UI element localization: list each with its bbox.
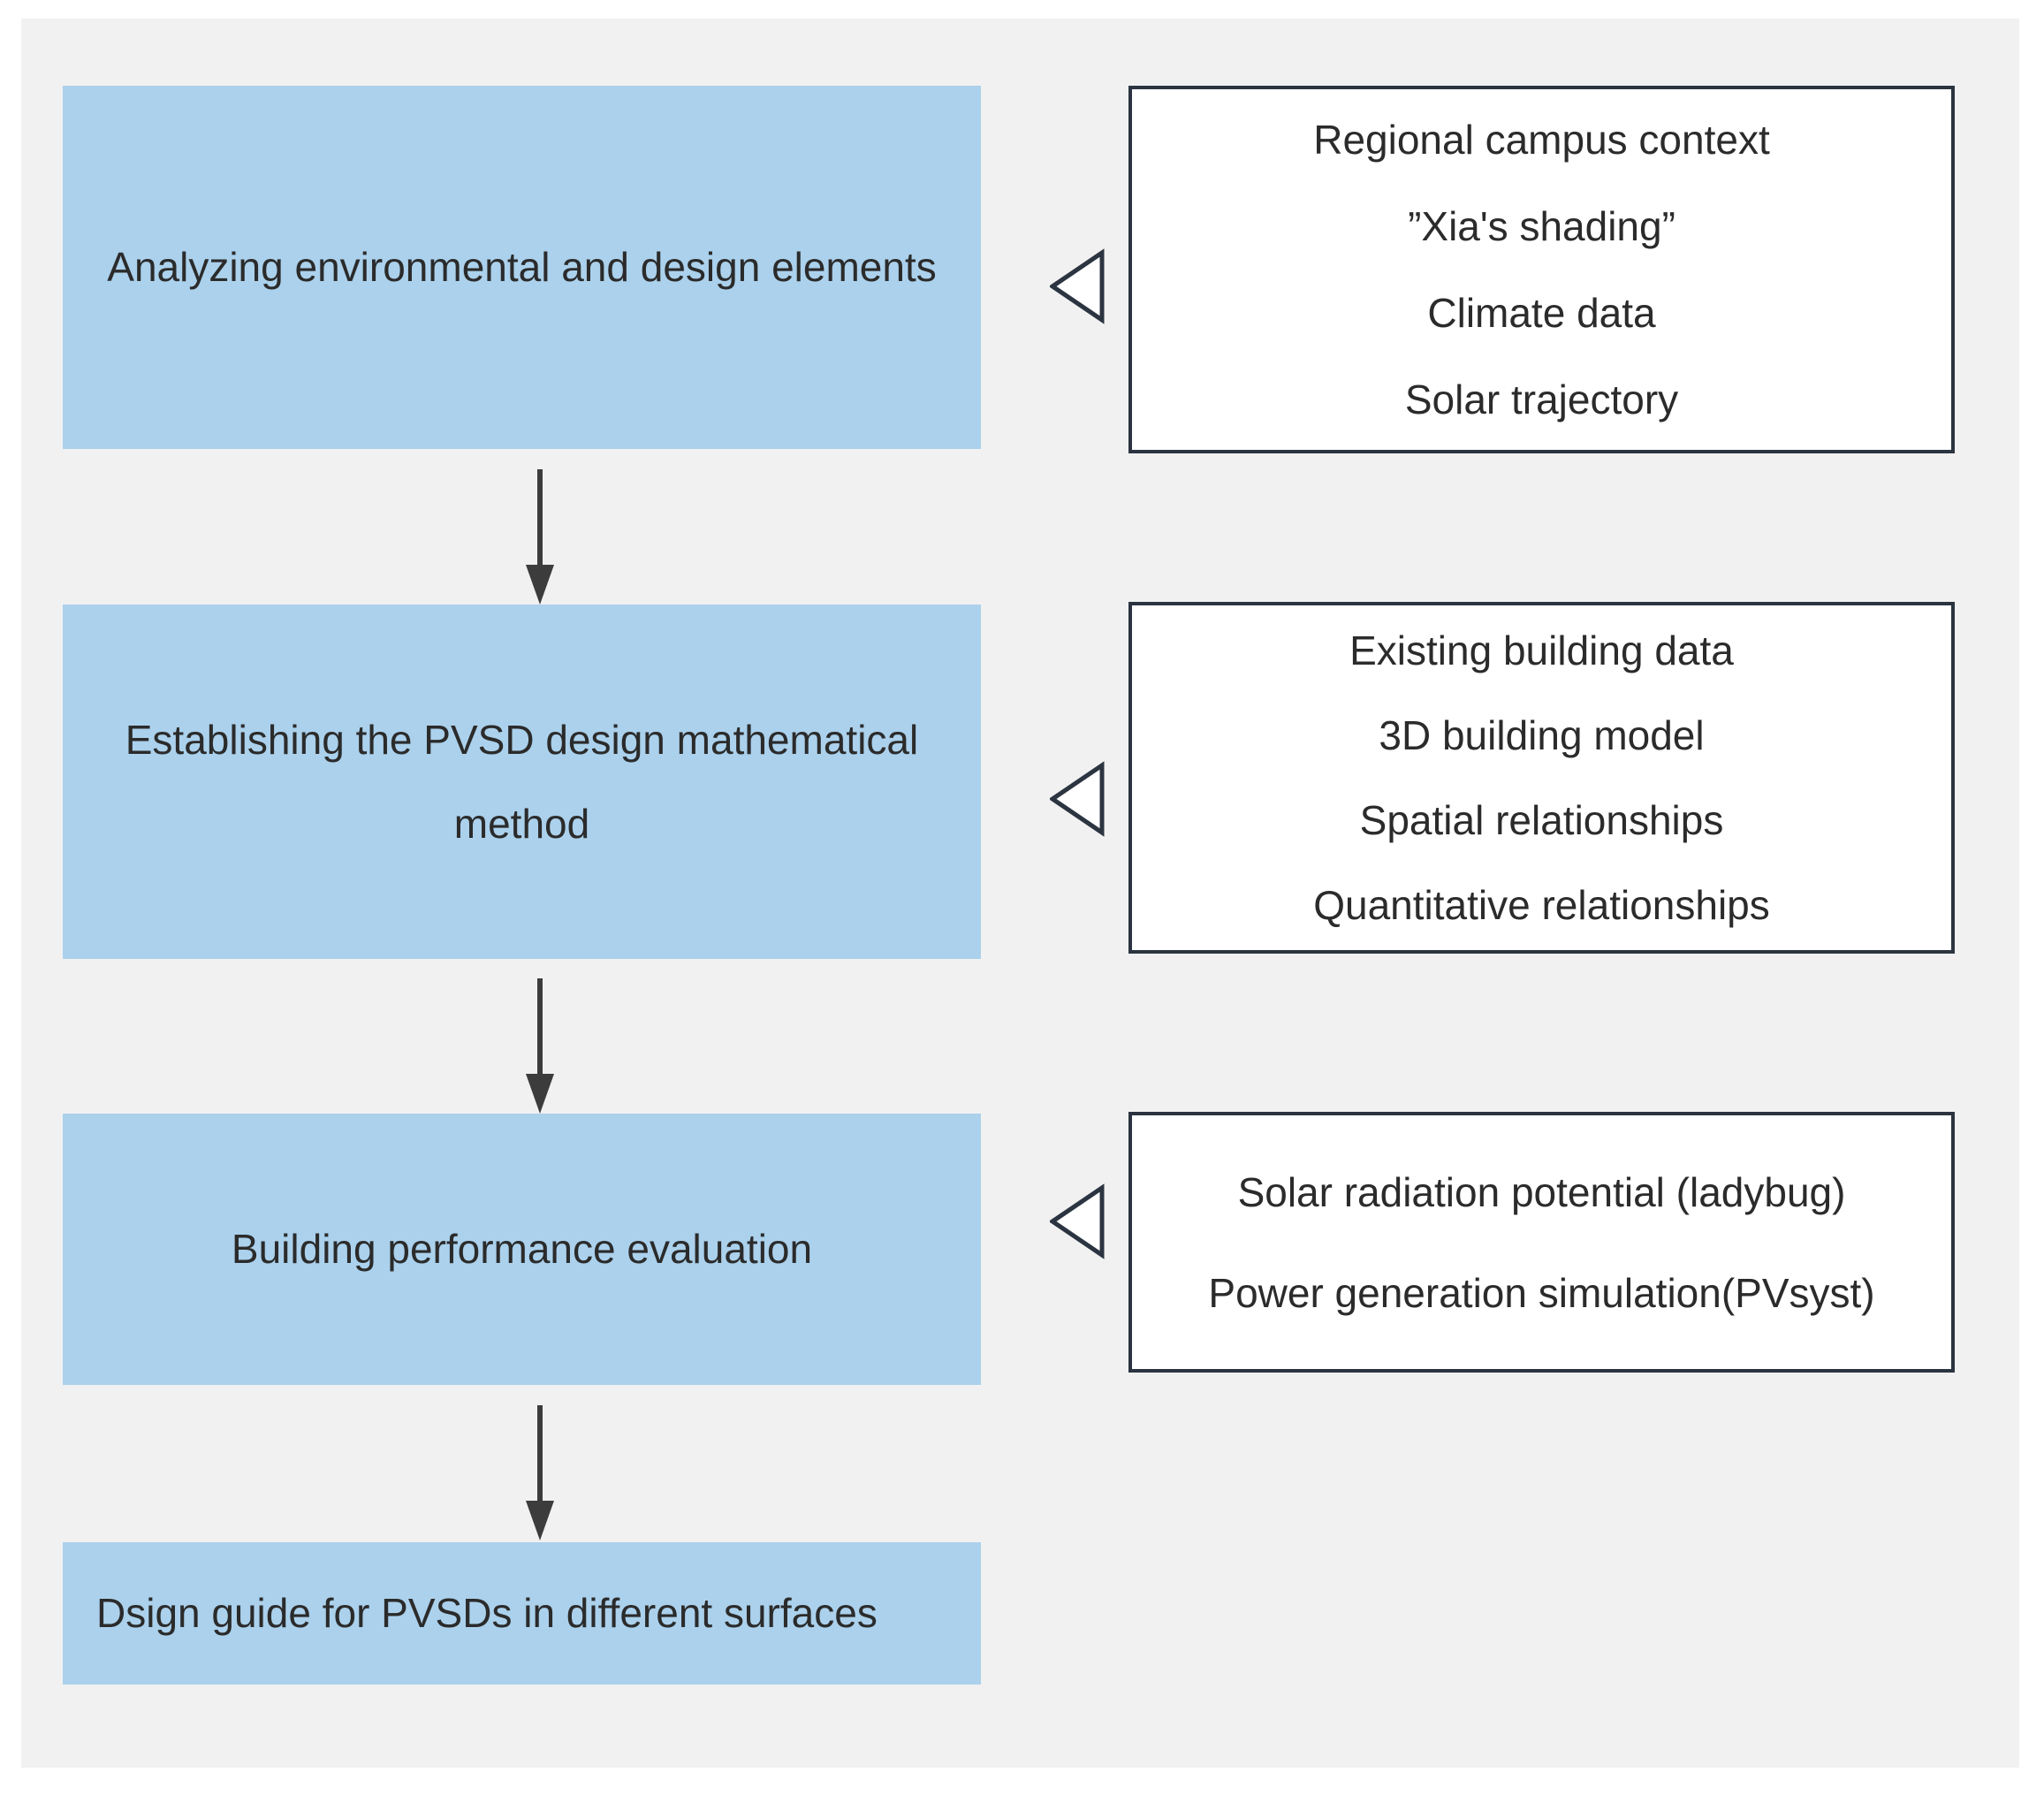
input-line: Quantitative relationships (1313, 882, 1770, 928)
stage-box-evaluation[interactable]: Building performance evaluation (63, 1114, 981, 1385)
arrow-down-icon (526, 978, 554, 1114)
input-line: Existing building data (1349, 627, 1734, 673)
stage-label-1: Analyzing environmental and design eleme… (107, 244, 937, 291)
flowchart-canvas: Analyzing environmental and design eleme… (21, 19, 2019, 1768)
triangle-left-icon (1050, 761, 1105, 837)
input-line: Climate data (1427, 290, 1656, 336)
stage-label-3: Building performance evaluation (231, 1226, 813, 1273)
arrow-down-icon (526, 469, 554, 605)
triangle-left-icon (1050, 248, 1105, 324)
input-line: Power generation simulation(PVsyst) (1208, 1269, 1875, 1316)
input-line: Regional campus context (1313, 117, 1770, 163)
input-line: Solar radiation potential (ladybug) (1237, 1168, 1846, 1215)
stage-label-4: Dsign guide for PVSDs in different surfa… (96, 1590, 878, 1637)
input-box-environment[interactable]: Regional campus context ”Xia's shading” … (1128, 86, 1955, 453)
input-box-simulation-tools[interactable]: Solar radiation potential (ladybug) Powe… (1128, 1112, 1955, 1373)
input-line: ”Xia's shading” (1408, 203, 1675, 249)
input-line: 3D building model (1379, 712, 1705, 758)
stage-box-design-guide[interactable]: Dsign guide for PVSDs in different surfa… (63, 1542, 981, 1685)
arrow-down-icon (526, 1405, 554, 1540)
stage-box-establishing[interactable]: Establishing the PVSD design mathematica… (63, 605, 981, 959)
input-line: Solar trajectory (1404, 376, 1679, 422)
stage-label-2: Establishing the PVSD design mathematica… (125, 717, 919, 847)
input-box-building-data[interactable]: Existing building data 3D building model… (1128, 602, 1955, 954)
stage-box-analyzing[interactable]: Analyzing environmental and design eleme… (63, 86, 981, 449)
triangle-left-icon (1050, 1183, 1105, 1259)
input-line: Spatial relationships (1359, 797, 1724, 843)
